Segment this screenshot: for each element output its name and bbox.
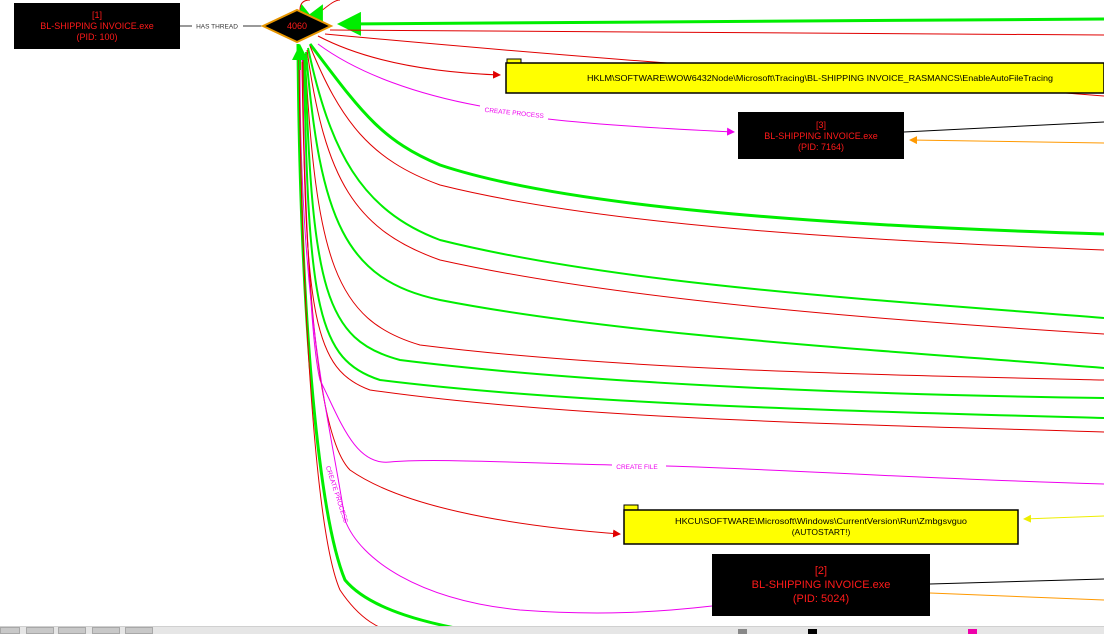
process-node-3[interactable]: [3] BL-SHIPPING INVOICE.exe (PID: 7164) <box>738 112 904 159</box>
edge-red-to-reg1 <box>317 35 501 79</box>
edge-green-curve-5 <box>303 57 1104 419</box>
edge-red-bottom <box>298 59 401 634</box>
create-file-label: CREATE FILE <box>616 464 658 471</box>
edge-red-curve-3 <box>304 53 1104 381</box>
registry-node-1[interactable]: HKLM\SOFTWARE\WOW6432Node\Microsoft\Trac… <box>505 58 1104 94</box>
edge-green-arrow-up-3 <box>308 4 323 23</box>
edge-green-curve-1 <box>308 43 1104 236</box>
edge-orange-proc2 <box>929 592 1104 601</box>
process-2-name: BL-SHIPPING INVOICE.exe <box>752 579 891 591</box>
legend-marker-gray <box>738 629 747 634</box>
edge-green-top <box>337 11 1104 36</box>
edge-create-process-3 <box>317 43 734 132</box>
edge-red-curve-2 <box>306 49 1104 335</box>
process-1-pid: (PID: 100) <box>76 32 117 42</box>
toolbar-button[interactable] <box>58 627 86 634</box>
process-1-id: [1] <box>92 10 102 20</box>
registry-2-note: (AUTOSTART!) <box>792 527 851 537</box>
edge-labels: HAS THREAD CREATE PROCESS CREATE FILE CR… <box>192 20 658 525</box>
edge-red-upper-b <box>319 0 341 13</box>
edges <box>180 0 1104 634</box>
edge-orange-proc3 <box>909 136 1104 145</box>
process-2-id: [2] <box>815 565 827 577</box>
legend-marker-pink <box>968 629 977 634</box>
registry-2-path: HKCU\SOFTWARE\Microsoft\Windows\CurrentV… <box>675 516 967 526</box>
process-node-2[interactable]: [2] BL-SHIPPING INVOICE.exe (PID: 5024) <box>712 554 930 616</box>
legend-marker-black <box>808 629 817 634</box>
toolbar-button[interactable] <box>92 627 120 634</box>
edge-red-top <box>329 29 1104 36</box>
edge-red-upper-a <box>299 0 311 11</box>
edge-create-file <box>301 59 1104 485</box>
thread-id: 4060 <box>287 21 307 31</box>
registry-1-path: HKLM\SOFTWARE\WOW6432Node\Microsoft\Trac… <box>587 73 1053 83</box>
toolbar-button[interactable] <box>0 627 20 634</box>
edge-yellow-reg2 <box>1023 514 1104 523</box>
toolbar-button[interactable] <box>26 627 54 634</box>
bottom-toolbar <box>0 626 1104 634</box>
thread-node[interactable]: 4060 <box>260 8 334 44</box>
process-3-id: [3] <box>816 120 826 130</box>
edge-red-curve-1 <box>309 45 1104 251</box>
edge-green-curve-4 <box>304 55 1104 399</box>
edge-create-process-2 <box>299 63 713 614</box>
edge-green-bottom <box>296 43 491 634</box>
edge-green-curve-2 <box>307 47 1104 319</box>
toolbar-button[interactable] <box>125 627 153 634</box>
process-3-name: BL-SHIPPING INVOICE.exe <box>764 131 878 141</box>
process-1-name: BL-SHIPPING INVOICE.exe <box>40 21 154 31</box>
has-thread-label: HAS THREAD <box>196 24 238 31</box>
edge-green-curve-3 <box>305 51 1104 369</box>
process-2-pid: (PID: 5024) <box>793 593 849 605</box>
registry-node-2[interactable]: HKCU\SOFTWARE\Microsoft\Windows\CurrentV… <box>623 504 1019 545</box>
create-process-label-1: CREATE PROCESS <box>484 107 545 120</box>
process-3-pid: (PID: 7164) <box>798 142 844 152</box>
edge-black-proc2 <box>929 578 1104 585</box>
edge-black-proc3 <box>903 121 1104 133</box>
process-node-1[interactable]: [1] BL-SHIPPING INVOICE.exe (PID: 100) <box>14 3 180 49</box>
edge-red-curve-4 <box>302 59 1104 433</box>
edge-red-to-reg2 <box>301 61 621 538</box>
